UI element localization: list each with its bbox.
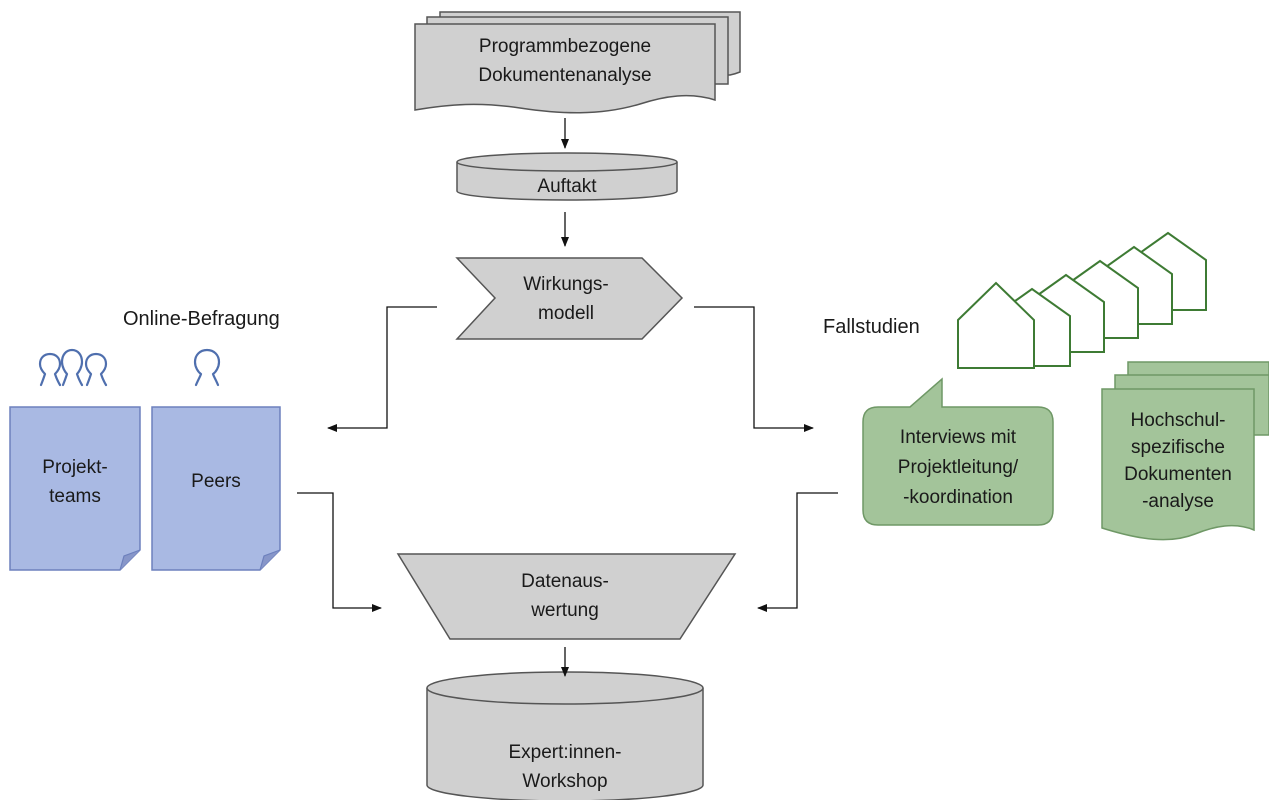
- group-icon: [38, 348, 108, 387]
- workshop-label: Expert:innen- Workshop: [508, 742, 622, 792]
- survey-label: Online-Befragung: [123, 308, 280, 330]
- impact-model-label: Wirkungs- modell: [523, 274, 609, 324]
- peers-label: Peers: [191, 471, 241, 492]
- doc-analysis-label: Programmbezogene Dokumentenanalyse: [478, 36, 652, 86]
- hs-doc-analysis-shape: [1101, 361, 1269, 541]
- arrow-model-to-survey: [327, 306, 437, 432]
- data-analysis-label: Datenaus- wertung: [521, 571, 609, 621]
- workshop-shape: [426, 671, 704, 800]
- doc-analysis-shape: [414, 11, 741, 114]
- houses-icon: [957, 231, 1207, 369]
- project-teams-label: Projekt- teams: [42, 457, 108, 507]
- arrow-model-to-casestudies: [694, 306, 814, 432]
- data-analysis-shape: [396, 553, 737, 640]
- person-icon: [193, 348, 221, 387]
- connectors: [297, 118, 838, 677]
- arrow-survey-to-analysis: [297, 492, 382, 612]
- interviews-label: Interviews mit Projektleitung/ -koordina…: [897, 427, 1019, 508]
- arrow-casestudies-to-analysis: [757, 492, 838, 612]
- kickoff-label: Auftakt: [537, 176, 597, 197]
- hs-doc-analysis-label: Hochschul- spezifische Dokumenten -analy…: [1124, 410, 1232, 512]
- kickoff-shape: [456, 152, 678, 201]
- case-studies-label: Fallstudien: [823, 316, 920, 338]
- interviews-shape: [862, 377, 1054, 526]
- impact-model-shape: [455, 257, 684, 340]
